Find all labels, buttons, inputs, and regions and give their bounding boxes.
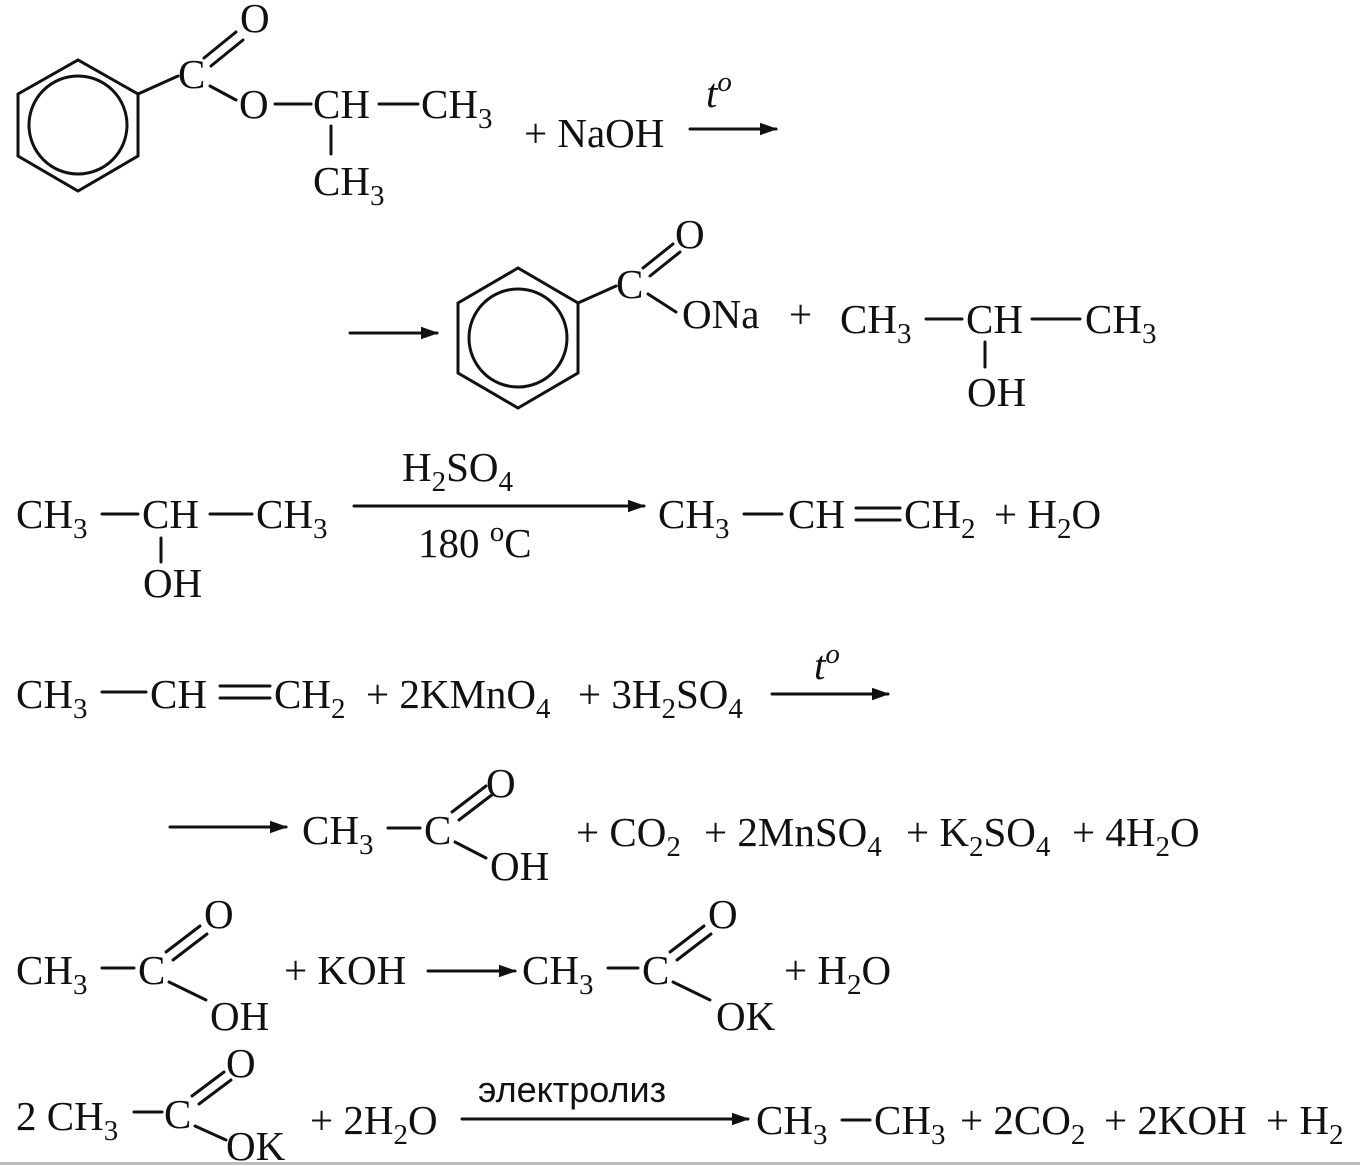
isopropanol-ch: CH xyxy=(966,296,1023,342)
benzene-ring-2 xyxy=(456,266,580,410)
bottom-divider xyxy=(0,1162,1360,1165)
k2so4-product: + K2SO4 xyxy=(906,809,1051,863)
sodium-benzoate-ona: ONa xyxy=(682,291,759,337)
hydrogen-product: + H2 xyxy=(1266,1097,1343,1151)
h2so4-reagent: + 3H2SO4 xyxy=(578,671,743,725)
r2-ch3-right: CH3 xyxy=(256,491,327,545)
double-bond-r4-b xyxy=(171,932,209,962)
reaction-3-products: CH3 C O OH + CO2 + 2MnSO4 + K2SO4 + 4H2O xyxy=(168,760,1200,889)
catalyst-h2so4: H2SO4 xyxy=(402,444,514,498)
double-bond-2b xyxy=(648,250,682,278)
carbonyl-oxygen: O xyxy=(240,0,270,41)
double-bond-co-b xyxy=(209,38,245,68)
r4-ch3: CH3 xyxy=(16,947,87,1001)
acetic-c: C xyxy=(424,807,451,853)
mnso4-product: + 2MnSO4 xyxy=(704,809,882,863)
carbonyl-carbon-2: C xyxy=(616,261,643,307)
double-bond-acetic-a xyxy=(450,784,488,814)
r3-ch3: CH3 xyxy=(16,671,87,725)
reaction-1-products: C O ONa + CH3 CH CH3 OH xyxy=(348,211,1156,415)
r4-oh: OH xyxy=(210,993,269,1039)
ethane-ch3-right: CH3 xyxy=(874,1097,945,1151)
water-reagent-5: + 2H2O xyxy=(310,1097,438,1151)
methine-ch: CH xyxy=(313,81,370,127)
bond-ring-carbonyl-2 xyxy=(576,284,618,305)
bond-r5-ok xyxy=(193,1124,228,1142)
r5-o: O xyxy=(226,1040,256,1086)
temperature-label-3: to xyxy=(814,638,840,688)
isopropanol-oh: OH xyxy=(967,369,1026,415)
acetate-c: C xyxy=(642,947,669,993)
acetate-ch3: CH3 xyxy=(522,947,593,1001)
reaction-5: 2 CH3 C O OK + 2H2O электролиз CH3 CH3 +… xyxy=(16,1040,1343,1166)
r2-ch: CH xyxy=(142,491,199,537)
reaction-3: CH3 CH CH2 + 2KMnO4 + 3H2SO4 to xyxy=(16,638,890,725)
temperature-label: to xyxy=(706,66,732,116)
bond-r4-oh xyxy=(167,980,208,1002)
acetic-oh: OH xyxy=(490,843,549,889)
r5-c: C xyxy=(164,1091,191,1137)
naoh-reagent: + NaOH xyxy=(524,110,664,156)
bond-c-o xyxy=(208,84,238,102)
methyl-right: CH3 xyxy=(421,81,492,135)
koh-reagent: + KOH xyxy=(284,947,406,993)
water-product-4: + H2O xyxy=(784,947,891,1001)
bond-r4-ok xyxy=(671,980,712,1002)
r2-oh: OH xyxy=(143,560,202,606)
double-bond-r5-b xyxy=(197,1078,233,1106)
condition-electrolysis: электролиз xyxy=(478,1069,666,1110)
r3-ch2: CH2 xyxy=(274,671,345,725)
co2-product: + CO2 xyxy=(576,809,681,863)
double-bond-acetic-b xyxy=(457,792,495,822)
reaction-1: C O O CH CH3 CH3 + NaOH to xyxy=(16,0,778,212)
r5-coef-ch3: 2 CH3 xyxy=(16,1093,118,1147)
r5-ok: OK xyxy=(226,1123,286,1166)
propene-ch2: CH2 xyxy=(904,491,975,545)
bond-c-ona xyxy=(646,292,678,314)
kmno4-reagent: + 2KMnO4 xyxy=(366,671,551,725)
isopropanol-ch3-right: CH3 xyxy=(1085,296,1156,350)
ethane-ch3-left: CH3 xyxy=(756,1097,827,1151)
r3-ch: CH xyxy=(150,671,207,717)
acetic-ch3: CH3 xyxy=(302,807,373,861)
condition-180c: 180 oC xyxy=(418,516,532,566)
co2-product-5: + 2CO2 xyxy=(960,1097,1085,1151)
bond-ring-carbonyl xyxy=(136,74,180,96)
double-bond-r5-a xyxy=(190,1070,226,1098)
propene-ch: CH xyxy=(788,491,845,537)
carbonyl-oxygen-2: O xyxy=(675,211,705,257)
water-product-3: + 4H2O xyxy=(1072,809,1200,863)
acetate-ok: OK xyxy=(716,993,776,1039)
water-product: + H2O xyxy=(994,491,1101,545)
plus-2: + xyxy=(789,291,812,337)
acetic-o: O xyxy=(486,760,516,806)
carbonyl-carbon: C xyxy=(178,51,205,97)
benzene-ring xyxy=(16,58,140,193)
methyl-bottom: CH3 xyxy=(313,158,384,212)
reaction-2: CH3 CH CH3 OH H2SO4 180 oC CH3 CH CH2 + … xyxy=(16,444,1101,606)
r2-ch3-left: CH3 xyxy=(16,491,87,545)
double-bond-co-a xyxy=(202,30,238,60)
double-bond-r4-a xyxy=(164,924,202,954)
r4-o: O xyxy=(204,891,234,937)
double-bond-r4-d xyxy=(675,932,713,962)
koh-product-5: + 2KOH xyxy=(1104,1097,1247,1143)
double-bond-r4-c xyxy=(668,924,706,954)
reaction-4: CH3 C O OH + KOH CH3 C O OK + H2O xyxy=(16,891,891,1039)
acetate-o: O xyxy=(708,891,738,937)
bond-acetic-oh xyxy=(453,840,488,860)
r4-c: C xyxy=(138,947,165,993)
double-bond-2a xyxy=(641,242,675,270)
isopropanol-ch3-left: CH3 xyxy=(840,296,911,350)
propene-ch3: CH3 xyxy=(658,491,729,545)
ester-oxygen: O xyxy=(239,81,269,127)
